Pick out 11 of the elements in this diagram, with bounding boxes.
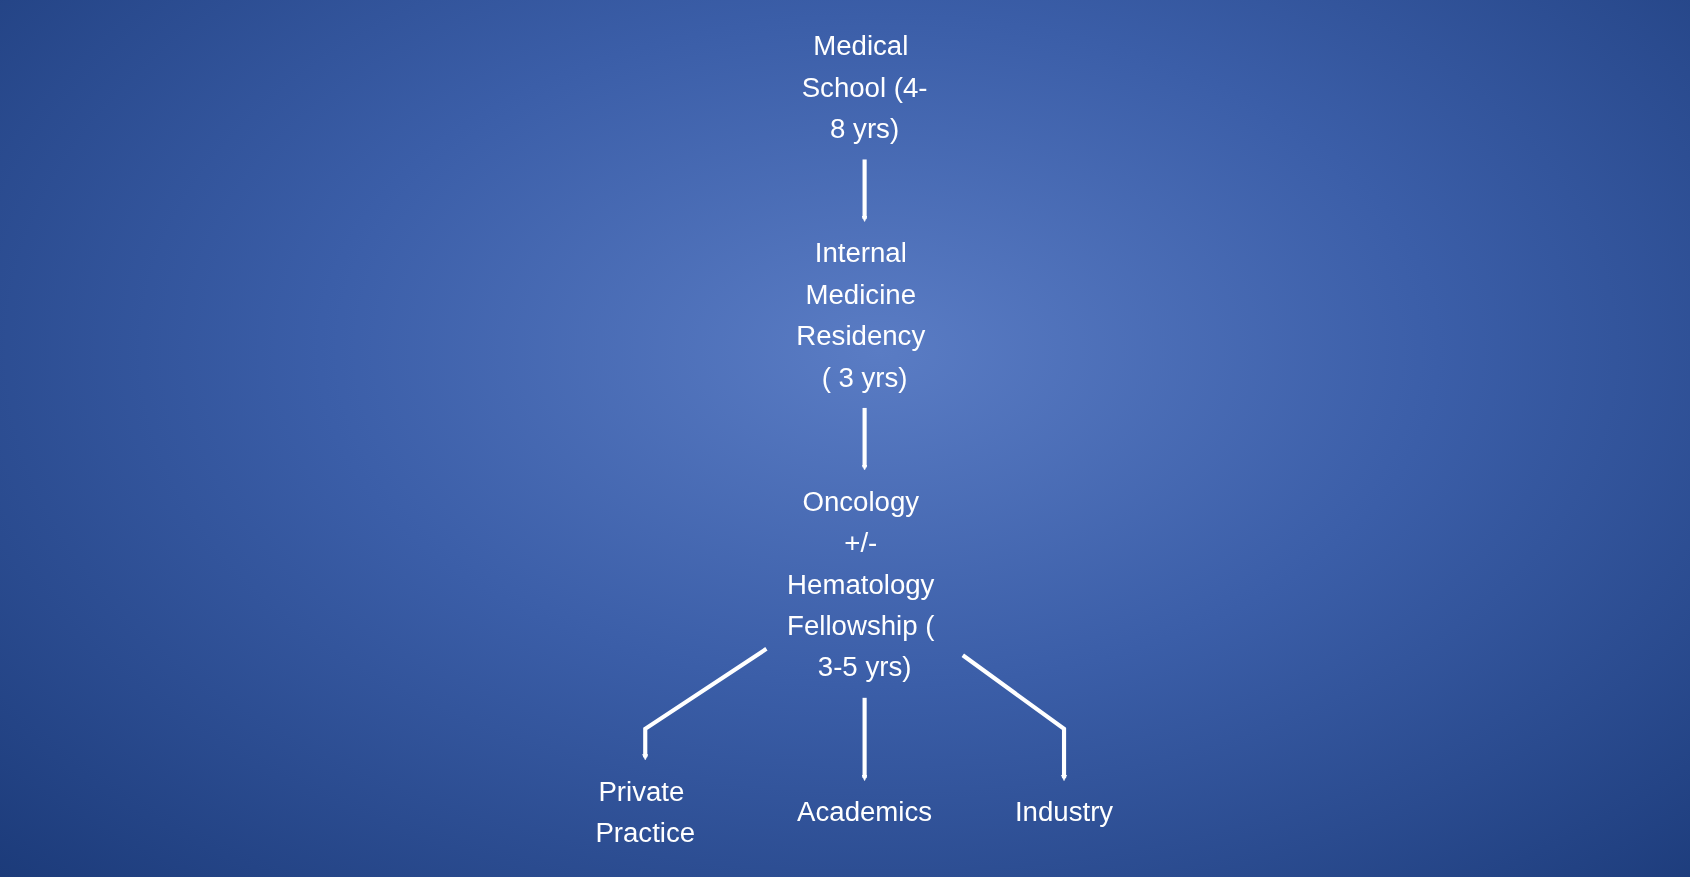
- node-text: Oncology +/- Hematology Fellowship ( 3-5 yrs): [787, 485, 935, 682]
- arrow: [642, 646, 768, 760]
- node-text: Academics: [797, 796, 933, 827]
- arrow: [861, 158, 868, 222]
- node-text: Private Practice: [595, 775, 696, 848]
- node-text: Internal Medicine Residency ( 3 yrs): [796, 236, 926, 392]
- node-text: Industry: [1015, 796, 1114, 827]
- node-text: Medical School (4-8 yrs): [802, 29, 928, 144]
- arrow: [961, 653, 1068, 781]
- arrow: [861, 407, 868, 470]
- arrow: [861, 697, 868, 781]
